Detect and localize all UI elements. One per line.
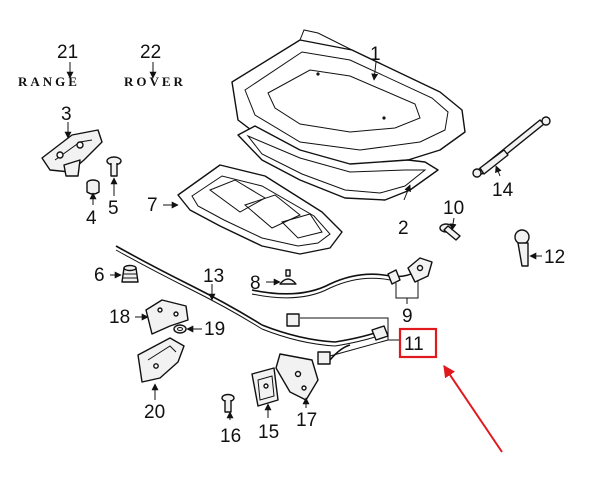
callout-3: 3	[61, 104, 72, 125]
callout-7: 7	[147, 195, 158, 216]
leader-lines	[64, 61, 542, 420]
emblem-range-text: RANGE	[18, 74, 80, 89]
callout-5: 5	[108, 198, 119, 219]
hood-hinge	[41, 129, 103, 177]
callout-13: 13	[203, 266, 224, 287]
highlight-box	[398, 327, 438, 359]
callout-4: 4	[86, 208, 97, 229]
release-handle	[137, 337, 185, 383]
callout-19: 19	[204, 319, 225, 340]
grommet	[173, 324, 187, 334]
emblem-range: RANGE	[18, 74, 80, 89]
callout-17: 17	[296, 410, 317, 431]
striker-bolt	[221, 393, 235, 413]
hood-insulator	[177, 164, 343, 255]
callout-18: 18	[109, 307, 130, 328]
hood-bumper	[86, 179, 100, 195]
callout-14: 14	[492, 180, 514, 201]
hood-release-cable	[115, 245, 263, 330]
callout-20: 20	[144, 402, 165, 423]
callout-10: 10	[443, 198, 464, 219]
callout-labels: 21 22 1 2 3 4 5 6 7 8 9 10 12 13 14 15 1…	[57, 42, 565, 447]
latch-bolt	[439, 223, 461, 241]
callout-8: 8	[250, 273, 261, 294]
callout-15: 15	[258, 422, 279, 443]
latch-cable-assembly	[251, 257, 433, 299]
highlight-callout-11: 11	[398, 327, 503, 453]
highlight-arrow	[443, 365, 503, 453]
latch-bracket	[275, 353, 319, 401]
release-handle-bracket	[145, 299, 189, 335]
bumper-stop	[121, 264, 139, 283]
emblem-rover-text: ROVER	[124, 74, 186, 89]
callout-1: 1	[370, 44, 381, 65]
cable-clip	[279, 269, 297, 285]
emblem-rover: ROVER	[124, 74, 186, 89]
callout-9: 9	[402, 306, 413, 327]
callout-12: 12	[544, 247, 565, 268]
callout-11: 11	[404, 334, 424, 355]
callout-21: 21	[57, 42, 78, 63]
support-rod-pivot	[514, 229, 530, 267]
hinge-bolt	[106, 156, 122, 177]
callout-16: 16	[220, 426, 241, 447]
callout-6: 6	[94, 265, 105, 286]
gas-strut	[472, 116, 551, 178]
callout-22: 22	[140, 42, 161, 63]
callout-2: 2	[398, 218, 409, 239]
release-cable	[261, 313, 389, 365]
latch-striker	[251, 367, 279, 407]
